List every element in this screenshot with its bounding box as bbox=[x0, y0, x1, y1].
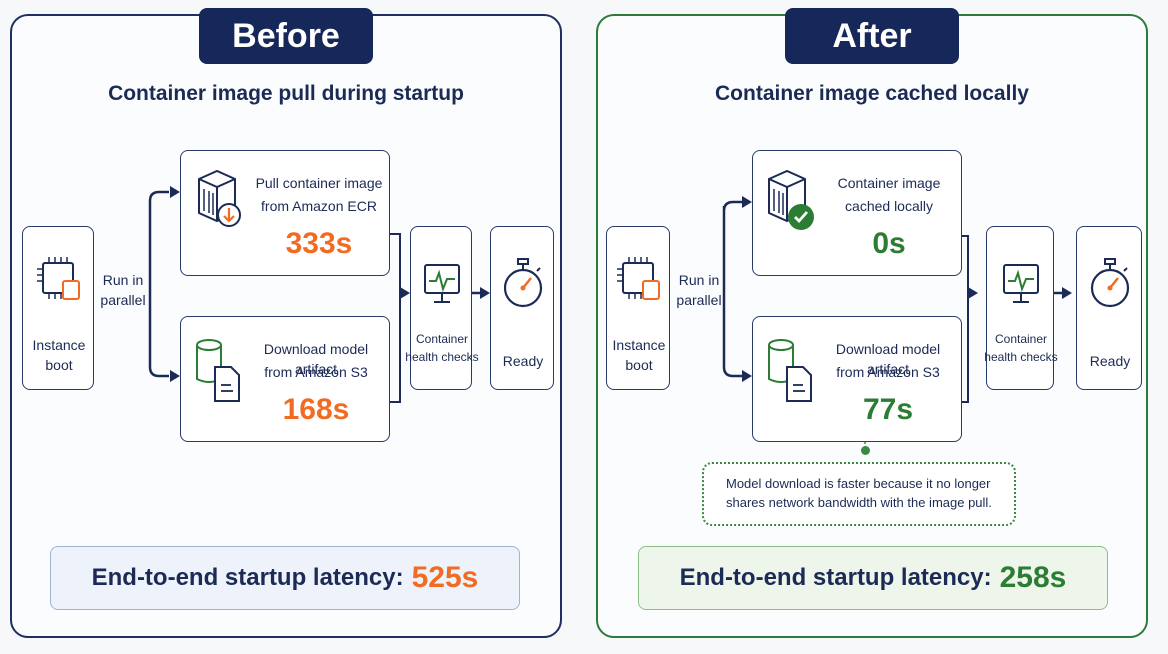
instance-boot-label: Instance boot bbox=[612, 337, 666, 373]
stopwatch-icon bbox=[503, 258, 543, 308]
instance-boot-box: Instance boot bbox=[606, 226, 670, 390]
cached-label-line2: cached locally bbox=[845, 198, 933, 214]
after-panel: After Container image cached locally Ins… bbox=[596, 8, 1148, 638]
before-header: Before bbox=[199, 8, 373, 64]
cached-image-box: Container image cached locally 0s bbox=[752, 150, 962, 276]
chip-icon bbox=[617, 257, 660, 300]
after-subtitle: Container image cached locally bbox=[715, 82, 1029, 105]
run-parallel-label: Run in parallel bbox=[100, 272, 146, 308]
health-check-box: Container health checks bbox=[984, 226, 1058, 390]
health-check-line2: health checks bbox=[984, 350, 1058, 364]
s3-download-icon bbox=[768, 339, 812, 402]
s3-download-icon bbox=[196, 339, 240, 402]
download-artifact-box: Download model artifact from Amazon S3 1… bbox=[180, 316, 390, 442]
download-time: 77s bbox=[862, 393, 914, 426]
health-check-line2: health checks bbox=[405, 350, 479, 364]
stopwatch-icon bbox=[1090, 258, 1130, 308]
health-check-line1: Container bbox=[994, 332, 1048, 346]
note-line1: Model download is faster because it no l… bbox=[726, 476, 991, 491]
pull-time: 333s bbox=[285, 227, 353, 260]
monitor-heartbeat-icon bbox=[1003, 264, 1039, 303]
ready-box: Ready bbox=[1076, 226, 1142, 390]
chip-icon bbox=[37, 257, 80, 300]
download-artifact-box: Download model artifact from Amazon S3 7… bbox=[752, 316, 962, 442]
instance-boot-label: Instance boot bbox=[32, 337, 86, 373]
latency-label: End-to-end startup latency: bbox=[91, 564, 404, 591]
health-check-line1: Container bbox=[415, 332, 469, 346]
pull-label-line1: Pull container image bbox=[255, 175, 383, 191]
after-latency-summary: End-to-end startup latency: 258s bbox=[638, 546, 1108, 610]
download-label-line1: Download model artifact bbox=[835, 341, 941, 377]
bandwidth-note: Model download is faster because it no l… bbox=[702, 462, 1016, 526]
latency-label: End-to-end startup latency: bbox=[679, 564, 992, 591]
ready-label: Ready bbox=[502, 353, 544, 369]
container-download-icon bbox=[198, 169, 241, 227]
cached-time: 0s bbox=[872, 227, 906, 260]
monitor-heartbeat-icon bbox=[424, 264, 460, 303]
instance-boot-box: Instance boot bbox=[22, 226, 94, 390]
latency-value: 525s bbox=[411, 561, 479, 594]
note-line2: shares network bandwidth with the image … bbox=[726, 495, 992, 510]
run-parallel-label: Run in parallel bbox=[676, 272, 722, 308]
cached-label-line1: Container image bbox=[837, 175, 941, 191]
pull-label-line2: from Amazon ECR bbox=[261, 198, 377, 214]
after-header: After bbox=[785, 8, 959, 64]
pull-image-box: Pull container image from Amazon ECR 333… bbox=[180, 150, 390, 276]
ready-label: Ready bbox=[1089, 353, 1131, 369]
ready-box: Ready bbox=[490, 226, 554, 390]
note-connector-dot bbox=[861, 446, 870, 455]
download-label-line1: Download model artifact bbox=[263, 341, 369, 377]
after-connectors bbox=[722, 196, 1072, 452]
health-check-box: Container health checks bbox=[405, 226, 479, 390]
latency-value: 258s bbox=[999, 561, 1067, 594]
download-label-line2: from Amazon S3 bbox=[836, 364, 940, 380]
download-label-line2: from Amazon S3 bbox=[264, 364, 368, 380]
container-cached-icon bbox=[768, 169, 814, 230]
before-latency-summary: End-to-end startup latency: 525s bbox=[50, 546, 520, 610]
before-panel: Before Container image pull during start… bbox=[10, 8, 562, 638]
before-subtitle: Container image pull during startup bbox=[108, 82, 464, 105]
before-connectors bbox=[148, 186, 490, 403]
download-time: 168s bbox=[282, 393, 350, 426]
